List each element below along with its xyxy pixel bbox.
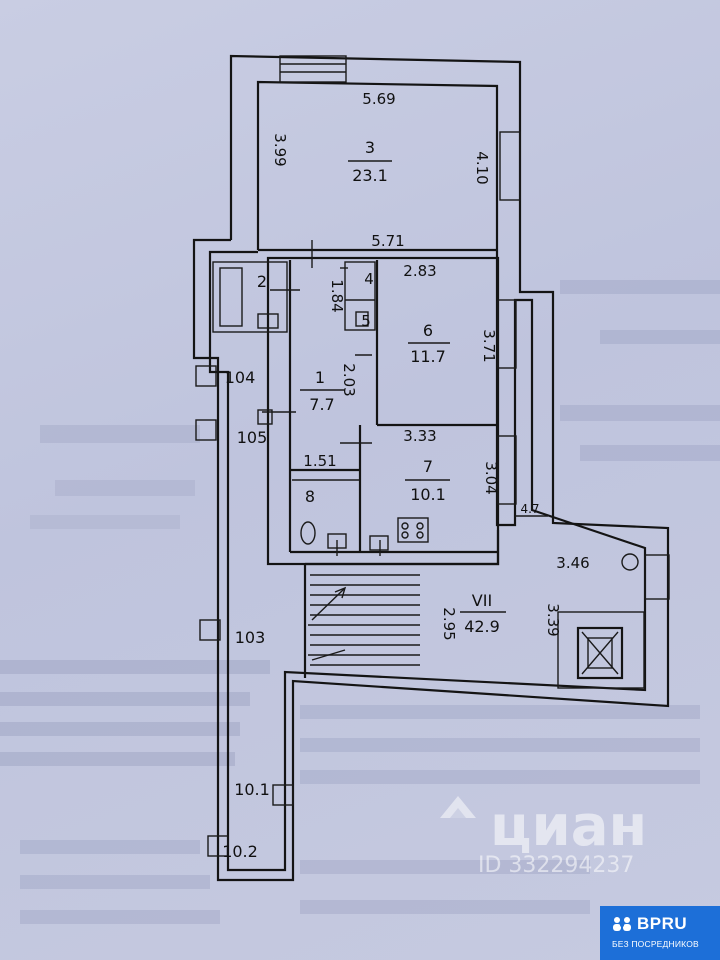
label-10-2: 10.2	[222, 842, 258, 861]
label-104: 104	[225, 368, 256, 387]
apartment-block	[266, 256, 500, 566]
dim-3-99: 3.99	[271, 133, 289, 166]
room-7-number: 7	[423, 457, 433, 476]
people-icon	[613, 917, 631, 931]
room-6-number: 6	[423, 321, 433, 340]
dim-3-46: 3.46	[556, 554, 589, 572]
cian-logo-icon	[440, 796, 476, 818]
dim-3-04: 3.04	[482, 461, 500, 494]
room-2-number: 2	[257, 272, 267, 291]
dim-1-84: 1.84	[328, 279, 346, 312]
dim-1-51: 1.51	[303, 452, 336, 470]
walls	[192, 54, 670, 882]
room-7-area: 10.1	[410, 485, 446, 504]
label-103: 103	[235, 628, 266, 647]
room-3-area: 23.1	[352, 166, 388, 185]
label-10-1: 10.1	[234, 780, 270, 799]
watermark-id: ID 332294237	[478, 853, 634, 878]
dim-2-83: 2.83	[403, 262, 436, 280]
badge-subtitle: БЕЗ ПОСРЕДНИКОВ	[612, 939, 699, 949]
window-labels: 104 105 103 10.1 10.2	[222, 368, 270, 861]
room-6-area: 11.7	[410, 347, 446, 366]
room-1-area: 7.7	[309, 395, 334, 414]
dim-4-10: 4.10	[473, 151, 491, 184]
room-vii: VII 42.9	[460, 591, 506, 636]
dim-3-39: 3.39	[544, 603, 562, 636]
room-3: 3 23.1	[348, 138, 392, 185]
watermark: циан ID 332294237	[440, 794, 647, 878]
dim-5-71: 5.71	[371, 232, 404, 250]
label-105: 105	[237, 428, 268, 447]
background-print	[0, 280, 720, 924]
room-5-number: 5	[361, 312, 371, 330]
room-vii-number: VII	[472, 591, 492, 610]
bpru-badge[interactable]: BPRU БЕЗ ПОСРЕДНИКОВ	[600, 906, 720, 960]
dim-3-71: 3.71	[480, 329, 498, 362]
room-7: 7 10.1	[405, 457, 450, 504]
dim-3-33: 3.33	[403, 427, 436, 445]
room-1-number: 1	[315, 368, 325, 387]
dim-4-7: 4.7	[520, 502, 539, 516]
room-3-number: 3	[365, 138, 375, 157]
dim-5-69: 5.69	[362, 90, 395, 108]
room-vii-area: 42.9	[464, 617, 500, 636]
room-8-number: 8	[305, 487, 315, 506]
dimensions: 5.69 3.99 4.10 5.71 2.83 1.84 3.71 2.03 …	[271, 90, 590, 641]
room-4-number: 4	[364, 270, 374, 288]
room-6: 6 11.7	[408, 321, 450, 366]
room-1: 1 7.7	[300, 368, 345, 414]
dim-2-95: 2.95	[440, 607, 458, 640]
watermark-brand: циан	[490, 794, 647, 859]
dim-2-03: 2.03	[340, 363, 358, 396]
badge-brand: BPRU	[637, 914, 688, 933]
